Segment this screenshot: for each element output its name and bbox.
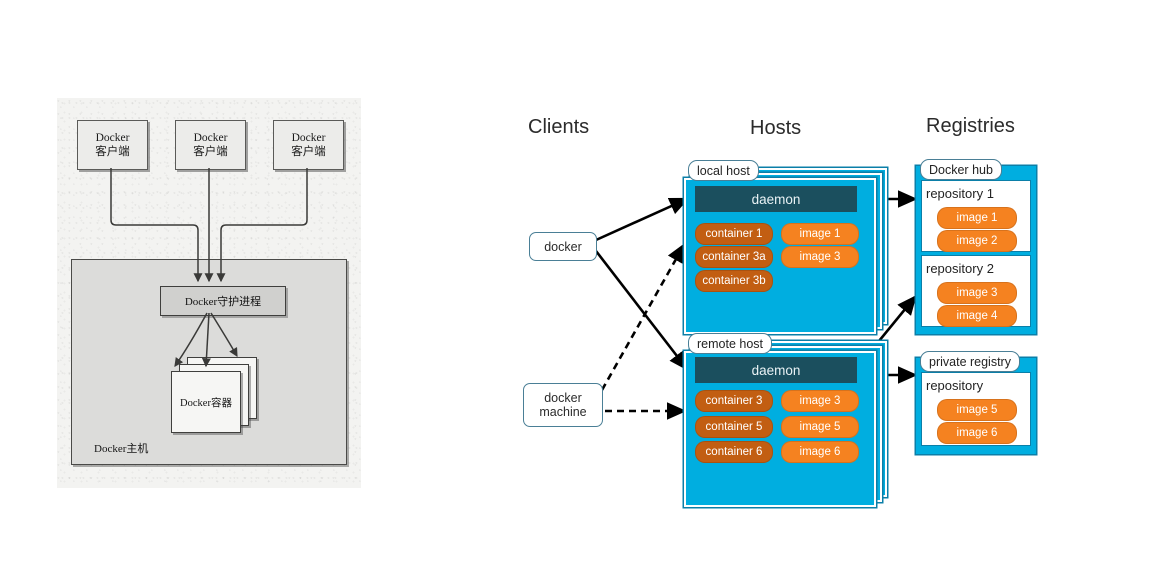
docker-hub-tag: Docker hub	[920, 159, 1002, 180]
client-docker[interactable]: docker	[529, 232, 597, 261]
docker-hub-repo2-image-1[interactable]: image 3	[937, 282, 1017, 304]
left-scanned-figure-panel: Docker 客户端 Docker 客户端 Docker 客户端 Docker守…	[0, 0, 463, 584]
local-host-container-1[interactable]: container 1	[695, 223, 773, 245]
remote-host-image-1[interactable]: image 3	[781, 390, 859, 412]
docker-hub-repository-1-label: repository 1	[926, 186, 994, 201]
docker-hub-repo2-image-2[interactable]: image 4	[937, 305, 1017, 327]
docker-client-box-1: Docker 客户端	[77, 120, 148, 170]
docker-client-2-line2: 客户端	[193, 146, 228, 158]
scanned-page: Docker 客户端 Docker 客户端 Docker 客户端 Docker守…	[57, 98, 361, 488]
docker-client-3-line2: 客户端	[291, 146, 326, 158]
private-registry-tag: private registry	[920, 351, 1020, 372]
docker-host-label: Docker主机	[94, 443, 149, 455]
docker-daemon-box: Docker守护进程	[160, 286, 286, 316]
column-title-registries: Registries	[926, 115, 1015, 137]
local-host-container-3[interactable]: container 3b	[695, 270, 773, 292]
remote-host-container-1[interactable]: container 3	[695, 390, 773, 412]
column-title-hosts: Hosts	[750, 117, 802, 139]
private-registry-image-1[interactable]: image 5	[937, 399, 1017, 421]
client-docker-machine-line1: docker	[544, 391, 582, 405]
client-docker-label: docker	[544, 239, 582, 254]
docker-client-3-line1: Docker	[291, 131, 326, 144]
private-registry-image-2[interactable]: image 6	[937, 422, 1017, 444]
remote-host-image-3[interactable]: image 6	[781, 441, 859, 463]
column-title-clients: Clients	[528, 116, 590, 138]
docker-hub-repo1-image-1[interactable]: image 1	[937, 207, 1017, 229]
docker-client-box-3: Docker 客户端	[273, 120, 344, 170]
remote-host-container-2[interactable]: container 5	[695, 416, 773, 438]
remote-host-image-2[interactable]: image 5	[781, 416, 859, 438]
client-docker-machine-line2: machine	[539, 405, 587, 419]
docker-hub-repository-2-label: repository 2	[926, 261, 994, 276]
local-host-container-2[interactable]: container 3a	[695, 246, 773, 268]
docker-client-1-line1: Docker	[95, 131, 130, 144]
remote-host-tag: remote host	[688, 333, 773, 354]
docker-client-2-line1: Docker	[193, 131, 228, 144]
client-docker-machine[interactable]: docker machine	[523, 383, 603, 427]
docker-host-box: Docker守护进程 Docker容器 Docker主机	[71, 259, 347, 465]
private-registry-repository-label: repository	[926, 378, 984, 393]
local-host-daemon: daemon	[695, 186, 857, 212]
docker-container-card-front: Docker容器	[171, 371, 241, 433]
local-host-image-2[interactable]: image 3	[781, 246, 859, 268]
docker-client-box-2: Docker 客户端	[175, 120, 246, 170]
local-host-image-1[interactable]: image 1	[781, 223, 859, 245]
remote-host-daemon: daemon	[695, 357, 857, 383]
docker-client-1-line2: 客户端	[95, 146, 130, 158]
right-architecture-panel: Clients Hosts Registries	[463, 0, 1175, 584]
docker-hub-repo1-image-2[interactable]: image 2	[937, 230, 1017, 252]
local-host-tag: local host	[688, 160, 759, 181]
remote-host-container-3[interactable]: container 6	[695, 441, 773, 463]
